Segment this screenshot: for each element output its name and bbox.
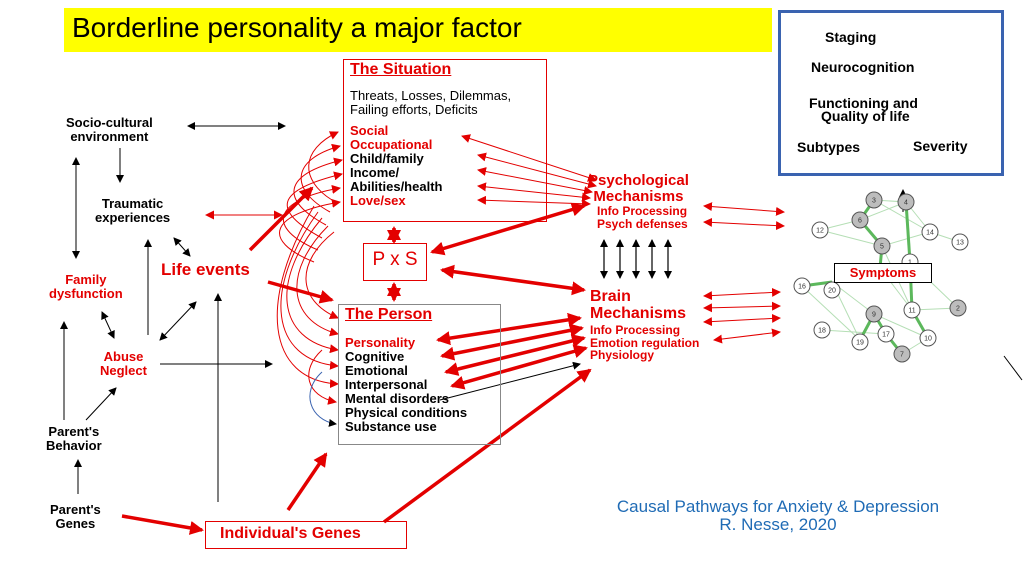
network-node-label: 10 [924, 336, 932, 343]
situation-item: Occupational [350, 137, 433, 152]
person-heading: The Person [345, 306, 433, 323]
network-node-label: 12 [816, 228, 824, 235]
page-title: Borderline personality a major factor [72, 12, 522, 43]
network-node [949, 299, 967, 317]
severity-label: Severity [913, 138, 968, 154]
functioning-label: Functioning and [809, 95, 918, 111]
network-node [893, 345, 911, 363]
network-node [921, 223, 939, 241]
quality-of-life-label: Quality of life [821, 108, 910, 124]
network-node [877, 325, 895, 343]
credit-text: Causal Pathways for Anxiety & Depression… [616, 497, 940, 534]
network-node-label: 19 [856, 340, 864, 347]
network-node-label: 7 [900, 352, 904, 359]
symptoms-box [834, 263, 932, 283]
network-node [793, 277, 811, 295]
situation-item: Income/ [350, 165, 400, 180]
psych-defenses: Psych defenses [597, 217, 688, 231]
individual-genes-label: Individual's Genes [220, 525, 361, 542]
psych-info-processing: Info Processing [597, 204, 688, 218]
network-node-label: 9 [872, 312, 876, 319]
title-banner [64, 8, 772, 52]
network-node-label: 20 [828, 288, 836, 295]
staging-label: Staging [825, 29, 877, 45]
network-node [951, 233, 969, 251]
network-node-label: 18 [818, 328, 826, 335]
person-item: Mental disorders [345, 391, 450, 406]
subtypes-label: Subtypes [797, 139, 861, 155]
person-box [338, 304, 501, 445]
network-node [865, 305, 883, 323]
pxs-label: P x S [372, 249, 418, 270]
network-node-label: 16 [798, 284, 806, 291]
neurocognition-label: Neurocognition [811, 59, 915, 75]
network-node-label: 4 [904, 200, 908, 207]
network-node-label: 3 [872, 198, 876, 205]
situation-item: Social [350, 123, 389, 138]
individual-genes-box [205, 521, 407, 549]
network-node [823, 281, 841, 299]
network-node [919, 329, 937, 347]
network-node [903, 301, 921, 319]
life-events-label: Life events [161, 260, 250, 279]
situation-item: Child/family [350, 151, 424, 166]
network-node-label: 13 [956, 240, 964, 247]
situation-box [343, 59, 547, 222]
network-node-label: 2 [956, 306, 960, 313]
symptoms-label: Symptoms [849, 265, 917, 280]
outcomes-box: Staging Neurocognition Functioning and Q… [778, 10, 1004, 176]
person-item: Cognitive [345, 349, 405, 364]
pxs-box [363, 243, 427, 281]
situation-description: Threats, Losses, Dilemmas,Failing effort… [350, 88, 512, 117]
situation-heading: The Situation [350, 61, 452, 78]
network-node-label: 5 [880, 244, 884, 251]
person-item: Personality [345, 335, 416, 350]
person-item: Interpersonal [345, 377, 428, 392]
situation-item: Love/sex [350, 193, 406, 208]
person-item: Physical conditions [345, 405, 468, 420]
network-node [865, 191, 883, 209]
network-node [851, 211, 869, 229]
network-node-label: 14 [926, 230, 934, 237]
person-item: Substance use [345, 419, 437, 434]
situation-item: Abilities/health [350, 179, 443, 194]
network-node [851, 333, 869, 351]
network-node-label: 6 [858, 218, 862, 225]
person-item: Emotional [345, 363, 408, 378]
network-node-label: 17 [882, 332, 890, 339]
network-node [873, 237, 891, 255]
network-nodes: 3465121413116209112181917107 [793, 191, 969, 363]
network-node-label: 11 [908, 308, 915, 315]
network-node [813, 321, 831, 339]
network-node [897, 193, 915, 211]
network-node [811, 221, 829, 239]
